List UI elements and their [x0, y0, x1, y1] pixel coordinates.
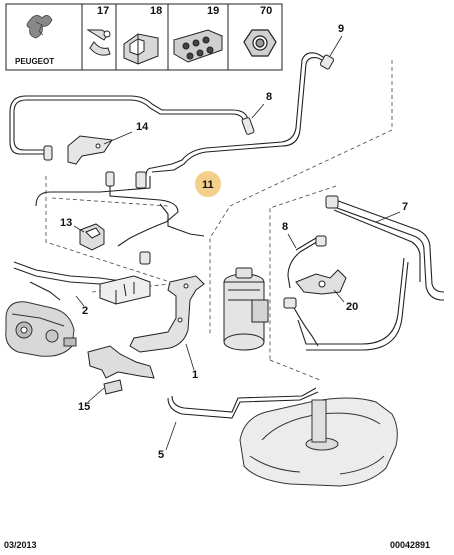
header-cell-19: 19	[207, 5, 219, 17]
callout-9[interactable]: 9	[338, 23, 344, 35]
clip-13	[79, 223, 105, 251]
clip-17-icon	[86, 29, 111, 56]
callout-5[interactable]: 5	[158, 449, 164, 461]
callout-14[interactable]: 14	[136, 121, 149, 133]
callout-labels: 11 9 8 14 13 7 8 2 20 1 15 5	[60, 23, 408, 461]
pump-assembly	[5, 301, 77, 357]
guide-lines	[45, 60, 393, 381]
header-cell-18: 18	[150, 5, 162, 17]
fuel-filter	[223, 267, 269, 351]
pipe-fittings	[43, 54, 335, 265]
callout-6[interactable]: 8	[266, 91, 272, 103]
bracket-18-icon	[123, 33, 159, 65]
callout-11[interactable]: 11	[202, 179, 214, 191]
leader-lines	[73, 35, 401, 451]
bracket-20	[295, 269, 347, 295]
fuel-pipes	[9, 52, 445, 419]
callout-7[interactable]: 7	[402, 201, 408, 213]
brand-text: PEUGEOT	[15, 57, 54, 66]
nut-70-icon	[243, 29, 277, 57]
callout-20[interactable]: 20	[346, 301, 358, 313]
peugeot-logo-icon	[5, 3, 83, 71]
callout-1[interactable]: 1	[192, 369, 198, 381]
highlight-marker	[195, 171, 221, 197]
callout-2[interactable]: 2	[82, 305, 88, 317]
callout-15[interactable]: 15	[78, 401, 90, 413]
callout-8[interactable]: 8	[282, 221, 288, 233]
footer-code: 00042891	[390, 540, 431, 550]
header-cell-17: 17	[97, 5, 109, 17]
clip-15	[87, 345, 155, 395]
clip-19-icon	[172, 29, 224, 63]
callout-13[interactable]: 13	[60, 217, 72, 229]
bracket-1	[129, 275, 205, 353]
header-cell-70: 70	[260, 5, 272, 17]
bracket-14	[67, 135, 113, 165]
footer-date: 03/2013	[4, 540, 37, 550]
pipe-8-fittings	[283, 195, 339, 309]
fuel-tank	[239, 397, 398, 487]
module-box	[99, 275, 151, 305]
